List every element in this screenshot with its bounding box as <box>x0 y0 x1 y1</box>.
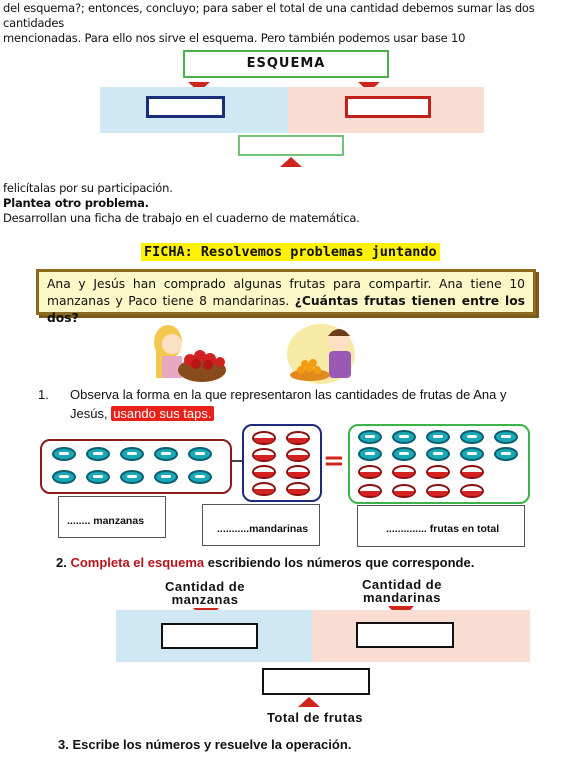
tangerine-counter <box>460 484 484 498</box>
cantidad-mandarinas-label: Cantidad de mandarinas <box>347 578 457 604</box>
tangerine-counter <box>252 465 276 479</box>
schema-diagram: ESQUEMA <box>100 50 484 180</box>
tangerine-counter <box>392 484 416 498</box>
apple-counter <box>188 470 212 484</box>
connector <box>232 460 242 462</box>
tangerine-counter <box>252 431 276 445</box>
ficha-title: FICHA: Resolvemos problemas juntando <box>141 243 440 261</box>
schema-left-input-box[interactable] <box>146 96 225 118</box>
apple-counter <box>188 447 212 461</box>
manzanas-input-box[interactable] <box>161 623 258 649</box>
apple-counter <box>52 447 76 461</box>
question-1-line-1: Observa la forma en la que representaron… <box>70 387 507 402</box>
schema-total-box[interactable] <box>238 135 344 156</box>
instruction-line-2: Plantea otro problema. <box>3 196 149 210</box>
total-label: .............. frutas en total <box>386 523 500 535</box>
question-1-number: 1. <box>38 387 49 402</box>
apple-counter <box>460 430 484 444</box>
apple-counter <box>154 447 178 461</box>
instruction-line-3: Desarrollan una ficha de trabajo en el c… <box>3 211 360 225</box>
girl-with-apples-illustration <box>150 322 230 384</box>
question-1: Observa la forma en la que representaron… <box>70 385 560 423</box>
cantidad-manzanas-line-2: manzanas <box>171 592 239 607</box>
tangerine-counter <box>358 484 382 498</box>
mandarinas-answer-box[interactable]: ...........mandarinas <box>202 504 320 546</box>
instruction-line-1: felicítalas por su participación. <box>3 181 173 195</box>
apples-counter-tray <box>40 439 232 494</box>
cantidad-mandarinas-line-1: Cantidad de <box>362 577 442 592</box>
cantidad-mandarinas-line-2: mandarinas <box>363 590 441 605</box>
arrow-up-icon <box>280 157 302 167</box>
tangerine-counter <box>426 465 450 479</box>
tangerine-counter <box>252 482 276 496</box>
mandarinas-label: ...........mandarinas <box>217 523 309 535</box>
tangerine-counter <box>358 465 382 479</box>
apple-counter <box>52 470 76 484</box>
intro-line-1: del esquema?; entonces, concluyo; para s… <box>3 1 535 30</box>
intro-line-2: mencionadas. Para ello nos sirve el esqu… <box>3 31 466 45</box>
mandarinas-input-box[interactable] <box>356 622 454 648</box>
arrow-up-icon <box>298 697 320 707</box>
apple-counter <box>120 470 144 484</box>
apple-counter <box>154 470 178 484</box>
total-counter-tray <box>348 424 530 504</box>
schema-title: ESQUEMA <box>183 50 389 78</box>
tangerine-counter <box>252 448 276 462</box>
total-answer-box[interactable]: .............. frutas en total <box>357 505 525 547</box>
tangerines-counter-tray <box>242 424 322 502</box>
problem-statement-box: Ana y Jesús han comprado algunas frutas … <box>36 269 536 325</box>
question-1-highlight: usando sus taps. <box>111 406 214 421</box>
apple-counter <box>494 447 518 461</box>
question-2-text: escribiendo los números que corresponde. <box>207 555 475 570</box>
apple-counter <box>358 447 382 461</box>
apple-counter <box>392 447 416 461</box>
apple-counter <box>426 430 450 444</box>
equals-sign: = <box>323 446 345 476</box>
total-frutas-label: Total de frutas <box>266 710 364 725</box>
apple-counter <box>494 430 518 444</box>
question-2: 2. Completa el esquema escribiendo los n… <box>56 553 556 572</box>
tangerine-counter <box>286 482 310 496</box>
question-1-text-2: Jesús, <box>70 406 108 421</box>
question-3: 3. Escribe los números y resuelve la ope… <box>58 735 558 754</box>
boy-with-tangerines-illustration <box>283 320 363 384</box>
apple-counter <box>86 470 110 484</box>
question-3-text: Escribe los números y resuelve la operac… <box>72 737 352 752</box>
tangerine-counter <box>426 484 450 498</box>
apple-counter <box>460 447 484 461</box>
question-2-number: 2. <box>56 555 67 570</box>
tangerine-counter <box>392 465 416 479</box>
tangerine-counter <box>286 431 310 445</box>
intro-text: del esquema?; entonces, concluyo; para s… <box>3 1 569 46</box>
tangerine-counter <box>286 448 310 462</box>
manzanas-label: ........ manzanas <box>67 515 145 527</box>
tangerine-counter <box>286 465 310 479</box>
cantidad-manzanas-line-1: Cantidad de <box>165 579 245 594</box>
apple-counter <box>120 447 144 461</box>
apple-counter <box>426 447 450 461</box>
total-input-box[interactable] <box>262 668 370 695</box>
problem-question: ¿Cuántas frutas tienen entre los dos? <box>47 294 525 325</box>
schema-right-input-box[interactable] <box>345 96 431 118</box>
instructions-text: felicítalas por su participación. Plante… <box>3 181 569 226</box>
tangerine-counter <box>460 465 484 479</box>
problem-text: Ana y Jesús han comprado algunas frutas … <box>47 277 525 308</box>
apple-counter <box>392 430 416 444</box>
ficha-title-wrap: FICHA: Resolvemos problemas juntando <box>141 241 440 261</box>
question-1-line-2: Jesús, usando sus taps. <box>70 404 560 423</box>
question-2-red-text: Completa el esquema <box>70 555 205 570</box>
manzanas-answer-box[interactable]: ........ manzanas <box>58 496 166 538</box>
cantidad-manzanas-label: Cantidad de manzanas <box>150 580 260 606</box>
apple-counter <box>86 447 110 461</box>
question-3-number: 3. <box>58 737 69 752</box>
apple-counter <box>358 430 382 444</box>
